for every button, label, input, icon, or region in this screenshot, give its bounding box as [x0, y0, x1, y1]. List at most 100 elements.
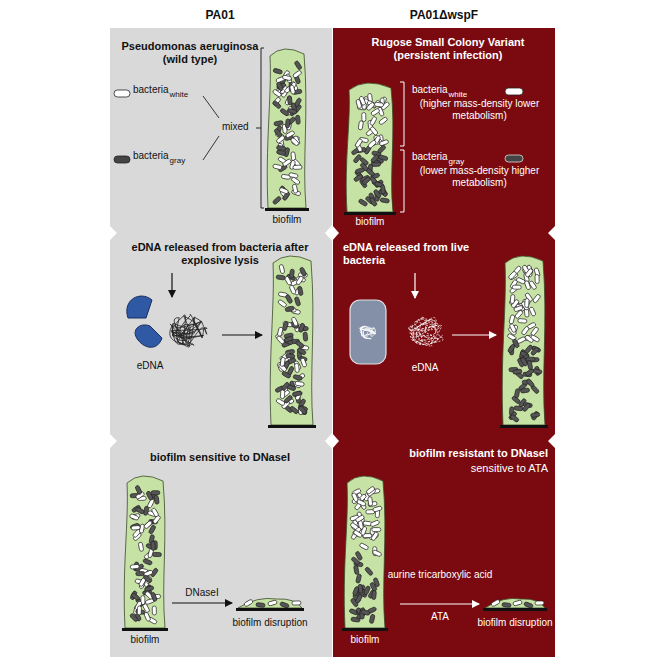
bacterium [285, 130, 295, 138]
bacterium [279, 187, 289, 194]
panel-ground [333, 28, 555, 657]
leader-line [203, 96, 219, 118]
label: (higher mass-density lower metabolism) [412, 98, 547, 122]
bacterium [514, 406, 523, 411]
bacterium [373, 577, 380, 587]
bacterium [381, 185, 386, 194]
bacterium [535, 601, 544, 605]
bacterium [294, 60, 302, 70]
bacterium [298, 405, 307, 414]
bacterium [282, 158, 292, 166]
bacterium [362, 113, 366, 122]
label: biofilm [356, 216, 385, 228]
bacterium [370, 154, 379, 163]
bacterium [370, 126, 379, 136]
bacterium [297, 347, 307, 355]
leader-line [203, 136, 219, 160]
bacterium [509, 323, 517, 333]
panel: Pseudomonas aeruginosa (wild type) [110, 30, 331, 232]
bacterium [377, 145, 386, 154]
bracket [256, 48, 264, 208]
bacterium [353, 565, 359, 575]
panel-heading: Pseudomonas aeruginosa (wild type) [115, 40, 265, 66]
bacterium [510, 414, 520, 423]
bacterium [286, 353, 296, 358]
bacterium [146, 491, 154, 501]
label: bacteria [133, 150, 169, 162]
bacterium [525, 298, 530, 307]
bacterium [285, 294, 293, 304]
bacterium [152, 606, 156, 615]
panel-heading: biofilm sensitive to DNaseI [120, 451, 320, 464]
bacterium [272, 89, 282, 98]
substrate [122, 628, 168, 631]
bacterium [135, 485, 143, 495]
bacterium [144, 586, 154, 592]
arrow [452, 334, 496, 335]
label: gray [170, 156, 186, 166]
bacterium-white-icon [505, 88, 523, 95]
substrate [500, 425, 548, 428]
biofilm-shape [344, 476, 385, 628]
bacterium [525, 268, 534, 278]
bacterium [292, 70, 302, 78]
bacterium [294, 297, 301, 307]
bacterium [513, 305, 523, 312]
biofilm-shape [502, 256, 545, 425]
bacterium [355, 515, 365, 523]
panel: eDNA released from live bacteria [333, 233, 555, 440]
label: bacteria [412, 84, 448, 96]
bacterium [287, 108, 297, 114]
label: white [170, 90, 189, 100]
bacterium [296, 276, 304, 286]
bacterium [524, 280, 531, 290]
bacterium [366, 102, 375, 111]
label: (lower mass-density higher metabolism) [412, 165, 547, 189]
biofilm-shape [124, 476, 165, 628]
bacterium [303, 332, 308, 341]
bacterium [366, 168, 375, 177]
bacterium [526, 378, 535, 387]
bacterium [378, 155, 388, 161]
bacterium [378, 117, 388, 126]
edna-strand [170, 314, 207, 347]
bacterium [289, 269, 294, 278]
substrate [342, 628, 388, 631]
panel-heading: sensitive to ATA [343, 462, 548, 475]
bacterium [358, 584, 363, 593]
bacterium [355, 594, 363, 604]
bacterium [363, 585, 370, 595]
bacterium [353, 174, 363, 182]
divider-diamond [325, 225, 339, 241]
panel: eDNA released from bacteria after explos… [110, 233, 331, 440]
substrate [344, 212, 396, 215]
bacterium [277, 327, 283, 337]
bacterium [130, 523, 140, 530]
biofilm-remnant [485, 598, 545, 608]
bacterium [152, 552, 161, 556]
label: biofilm [273, 214, 302, 226]
substrate [268, 425, 316, 428]
bacterium [512, 338, 520, 348]
bacterium-gray-icon [114, 156, 130, 163]
bacterium [129, 513, 139, 520]
bacterium [276, 82, 284, 92]
bacterium [131, 525, 140, 530]
bacterium [138, 542, 144, 552]
bacterium [135, 507, 145, 515]
bacterium [518, 318, 527, 323]
bacterium [151, 508, 159, 518]
bacterium [295, 340, 305, 349]
substrate [483, 608, 547, 611]
bacterium [280, 389, 285, 398]
bacterium [285, 306, 295, 312]
bacterium [529, 307, 536, 317]
bacterium [351, 492, 358, 502]
bacterium [520, 388, 530, 393]
label: DNaseI [185, 587, 218, 599]
bacterium [360, 609, 370, 615]
bacterium [366, 486, 376, 495]
bacterium [277, 299, 287, 308]
bacterium [279, 264, 285, 274]
